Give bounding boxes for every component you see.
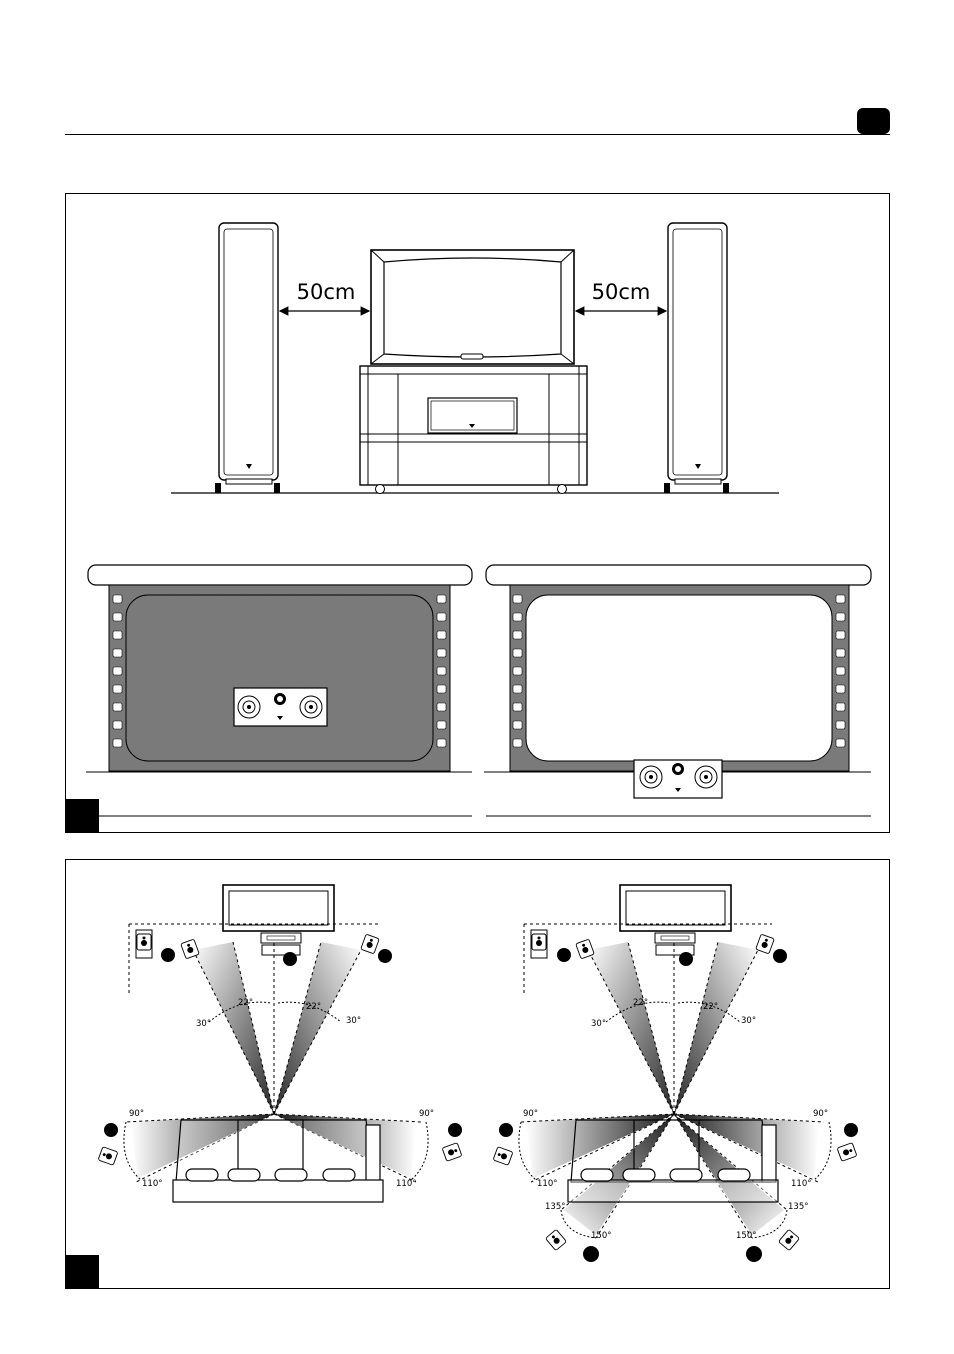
top-view-drawing: 22° 30° 22° 30° 90° 110° 90° 110° <box>97 884 858 1262</box>
angle-30-left: 30° <box>196 1019 211 1029</box>
angle-90-left: 90° <box>523 1109 538 1119</box>
placement-front-view-panel: 50cm 50cm <box>65 193 890 833</box>
tv-top-left <box>222 884 335 944</box>
front-view-drawing: 50cm 50cm <box>86 222 872 817</box>
angle-135-right: 135° <box>788 1202 808 1212</box>
center-speaker-behind-screen <box>233 687 328 727</box>
angle-90-right: 90° <box>419 1109 434 1119</box>
center-speaker-below-screen <box>633 759 723 799</box>
distance-label-left: 50cm <box>297 280 356 304</box>
angle-30-right: 30° <box>346 1016 361 1026</box>
projection-screen-with-center-behind <box>86 564 473 817</box>
angle-22-left: 22° <box>238 998 253 1008</box>
layout-7-1: 22° 30° 22° 30° 90° 110° 90° 110° 135° 1… <box>492 884 858 1262</box>
angle-22-right: 22° <box>703 1002 718 1012</box>
header-rule <box>65 134 890 135</box>
figure-marker-a <box>66 799 99 832</box>
angle-135-left: 135° <box>545 1202 565 1212</box>
angle-30-left: 30° <box>591 1019 606 1029</box>
placement-top-view-panel: 22° 30° 22° 30° 90° 110° 90° 110° <box>65 859 890 1289</box>
distance-label-right: 50cm <box>592 280 651 304</box>
angle-30-right: 30° <box>741 1016 756 1026</box>
angle-22-left: 22° <box>633 998 648 1008</box>
angle-110-right: 110° <box>791 1179 811 1189</box>
film-perforations-left <box>112 594 447 748</box>
angle-22-right: 22° <box>306 1002 321 1012</box>
angle-90-left: 90° <box>129 1109 144 1119</box>
sofa-left <box>172 1119 384 1203</box>
projection-screen-with-center-below <box>484 564 872 817</box>
film-perforations-right <box>512 594 846 748</box>
right-tower-speaker <box>664 222 729 493</box>
figure-marker-b <box>66 1255 99 1288</box>
television <box>370 249 575 365</box>
tv-stand <box>359 365 588 494</box>
angle-110-left: 110° <box>537 1179 557 1189</box>
sofa-right <box>567 1119 779 1203</box>
tv-top-right <box>619 884 732 944</box>
layout-5-1: 22° 30° 22° 30° 90° 110° 90° 110° <box>97 884 463 1203</box>
angle-90-right: 90° <box>813 1109 828 1119</box>
angle-150-left: 150° <box>591 1231 611 1241</box>
page-tab <box>857 108 890 134</box>
left-tower-speaker <box>215 222 280 493</box>
angle-150-right: 150° <box>736 1231 756 1241</box>
angle-110-left: 110° <box>142 1179 162 1189</box>
angle-110-right: 110° <box>396 1179 416 1189</box>
